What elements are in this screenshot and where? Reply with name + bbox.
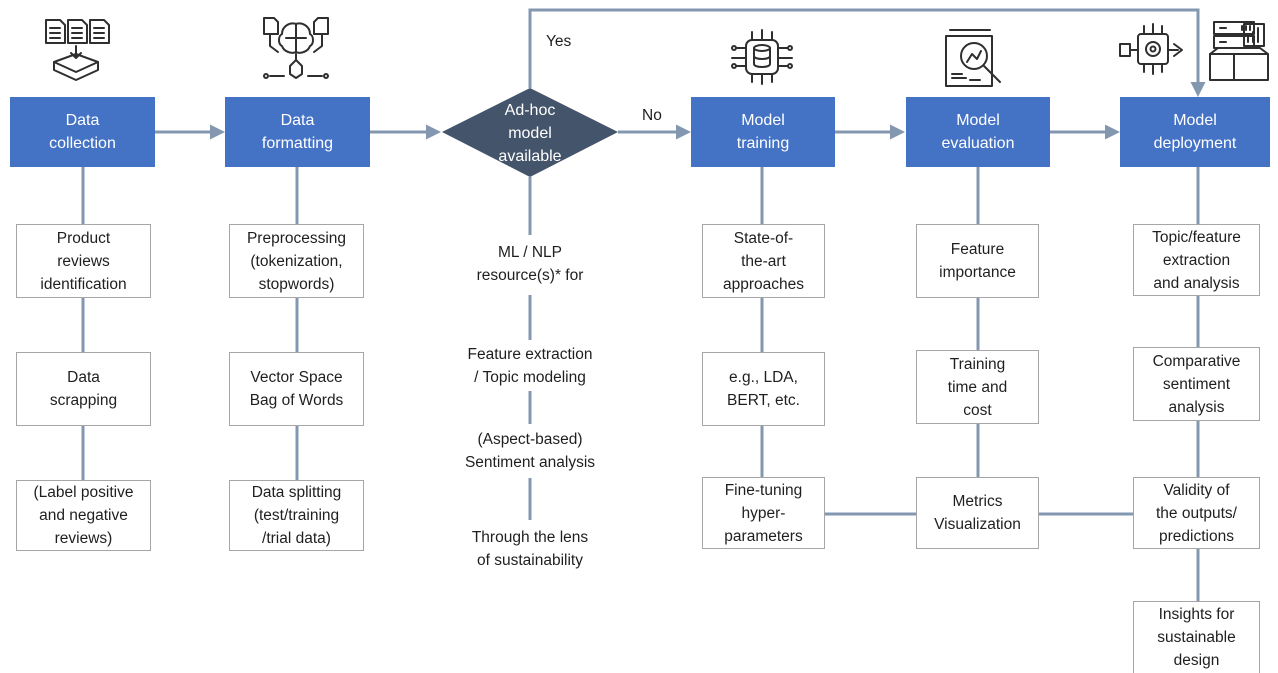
- step-metrics-visualization: Metrics Visualization: [916, 477, 1039, 549]
- step-feature-importance: Feature importance: [916, 224, 1039, 298]
- step-fine-tuning: Fine-tuning hyper- parameters: [702, 477, 825, 549]
- stage-model-deployment[interactable]: Model deployment: [1120, 97, 1270, 167]
- edge-label-yes: Yes: [546, 33, 572, 50]
- resource-sustainability: Through the lens of sustainability: [440, 523, 620, 575]
- step-comparative-sentiment: Comparative sentiment analysis: [1133, 347, 1260, 421]
- arrow-decision-yes-to-deployment: [528, 8, 1206, 97]
- step-validity-outputs: Validity of the outputs/ predictions: [1133, 477, 1260, 549]
- chart-magnifier-icon: [940, 28, 1012, 99]
- stage-model-evaluation[interactable]: Model evaluation: [906, 97, 1050, 167]
- step-vector-space: Vector Space Bag of Words: [229, 352, 364, 426]
- decision-diamond: [442, 88, 618, 177]
- step-data-splitting: Data splitting (test/training /trial dat…: [229, 480, 364, 551]
- step-label-reviews: (Label positive and negative reviews): [16, 480, 151, 551]
- database-chip-icon: [728, 28, 796, 93]
- step-product-reviews: Product reviews identification: [16, 224, 151, 298]
- decision-label[interactable]: Ad-hoc model available: [498, 101, 562, 165]
- step-data-scrapping: Data scrapping: [16, 352, 151, 426]
- step-lda-bert: e.g., LDA, BERT, etc.: [702, 352, 825, 426]
- step-state-of-the-art: State-of- the-art approaches: [702, 224, 825, 298]
- brain-network-icon: [256, 14, 336, 91]
- resource-ml-nlp: ML / NLP resource(s)* for: [450, 237, 610, 291]
- server-box-icon: [1206, 18, 1274, 89]
- step-insights-design: Insights for sustainable design: [1133, 601, 1260, 673]
- step-training-time: Training time and cost: [916, 350, 1039, 424]
- chip-gear-icon: [1116, 20, 1190, 87]
- documents-to-tray-icon: [38, 16, 118, 91]
- step-preprocessing: Preprocessing (tokenization, stopwords): [229, 224, 364, 298]
- stage-model-training[interactable]: Model training: [691, 97, 835, 167]
- stage-data-collection[interactable]: Data collection: [10, 97, 155, 167]
- resource-feature-extraction: Feature extraction / Topic modeling: [440, 341, 620, 391]
- edge-label-no: No: [642, 107, 662, 124]
- resource-sentiment-analysis: (Aspect-based) Sentiment analysis: [440, 426, 620, 476]
- step-topic-extraction: Topic/feature extraction and analysis: [1133, 224, 1260, 296]
- stage-data-formatting[interactable]: Data formatting: [225, 97, 370, 167]
